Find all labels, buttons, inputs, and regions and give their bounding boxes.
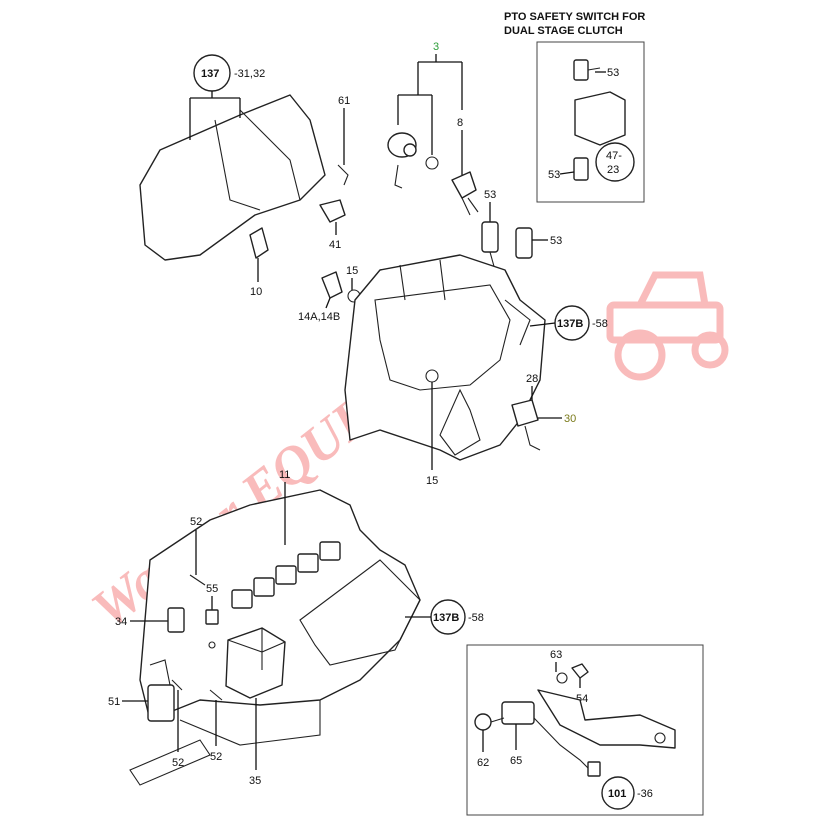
callout-55: 55 [205,583,219,649]
inset-ref-top: 47- [606,150,622,162]
callout-41: 41 [319,199,346,251]
svg-text:11: 11 [279,469,290,481]
callout-10: 10 [249,227,269,298]
callout-51: 51 [108,659,175,722]
svg-text:41: 41 [329,239,341,251]
callout-11: 11 [279,469,290,545]
callout-52a: 52 [189,516,206,586]
inset-frame-bottom [466,644,704,816]
svg-text:3: 3 [433,41,439,53]
ref-101: 101 -36 [601,776,653,810]
svg-text:137B: 137B [433,612,459,624]
neutral-switch [501,701,535,725]
svg-text:61: 61 [338,95,350,107]
svg-text:-36: -36 [637,788,653,800]
ignition-key-switch [387,94,439,189]
svg-text:63: 63 [550,649,562,661]
ref-137b-b: 137B -58 [405,599,484,635]
svg-text:62: 62 [477,757,489,769]
svg-text:55: 55 [206,583,218,595]
inset-ref-circle [595,142,635,182]
svg-text:28: 28 [526,373,538,385]
svg-text:30: 30 [564,413,576,425]
main-bracket-panel [344,254,546,461]
callout-8: 8 [451,117,479,216]
svg-text:137: 137 [201,68,219,80]
switch-plate [537,689,676,749]
callout-34: 34 [115,607,185,633]
svg-text:35: 35 [249,775,261,787]
ref-137: 137 -31,32 [189,54,265,140]
callout-63: 63 [550,649,568,684]
inset-switch-top [573,59,606,81]
svg-text:65: 65 [510,755,522,767]
inset-neutral-switch: 63 54 62 65 101 -36 [466,644,704,816]
svg-text:14A,14B: 14A,14B [298,311,340,323]
svg-text:-31,32: -31,32 [234,68,265,80]
lower-frame [129,489,421,786]
inset-label-a: 53 [607,67,619,79]
inset-title-line2: DUAL STAGE CLUTCH [504,25,623,37]
callout-35: 35 [225,627,286,787]
svg-text:53: 53 [550,235,562,247]
callout-65: 65 [510,724,522,767]
inset-pto-safety-switch: PTO SAFETY SWITCH FOR DUAL STAGE CLUTCH … [504,11,645,203]
ref-137b-a: 137B -58 [529,305,608,341]
svg-text:-58: -58 [592,318,608,330]
svg-text:15: 15 [346,265,358,277]
svg-text:-58: -58 [468,612,484,624]
inset-ref-bottom: 23 [607,164,619,176]
callout-52c: 52 [209,689,223,763]
svg-text:101: 101 [608,788,626,800]
callout-15b: 15 [425,369,439,487]
svg-text:8: 8 [457,117,463,129]
callout-3: 3 [417,41,463,110]
svg-text:52: 52 [190,516,202,528]
inset-bracket [574,91,626,146]
callout-14: 14A,14B [298,271,343,323]
tractor-watermark-icon [606,271,729,381]
dash-cover [139,94,326,261]
svg-text:10: 10 [250,286,262,298]
callout-62: 62 [474,713,505,769]
svg-text:137B: 137B [557,318,583,330]
callout-30: 30 [511,399,576,451]
svg-text:51: 51 [108,696,120,708]
svg-text:34: 34 [115,616,127,628]
callout-53a: 53 [481,189,499,271]
svg-text:53: 53 [484,189,496,201]
relay-bank [231,541,341,609]
callout-53b: 53 [515,227,562,259]
callout-61: 61 [337,95,350,186]
svg-text:52: 52 [172,757,184,769]
inset-switch-bottom [559,157,589,181]
callout-52b: 52 [171,679,184,769]
inset-frame [536,41,645,203]
inset-label-b: 53 [548,169,560,181]
callout-15a: 15 [346,265,361,303]
inset-title-line1: PTO SAFETY SWITCH FOR [504,11,645,23]
svg-text:15: 15 [426,475,438,487]
svg-text:52: 52 [210,751,222,763]
